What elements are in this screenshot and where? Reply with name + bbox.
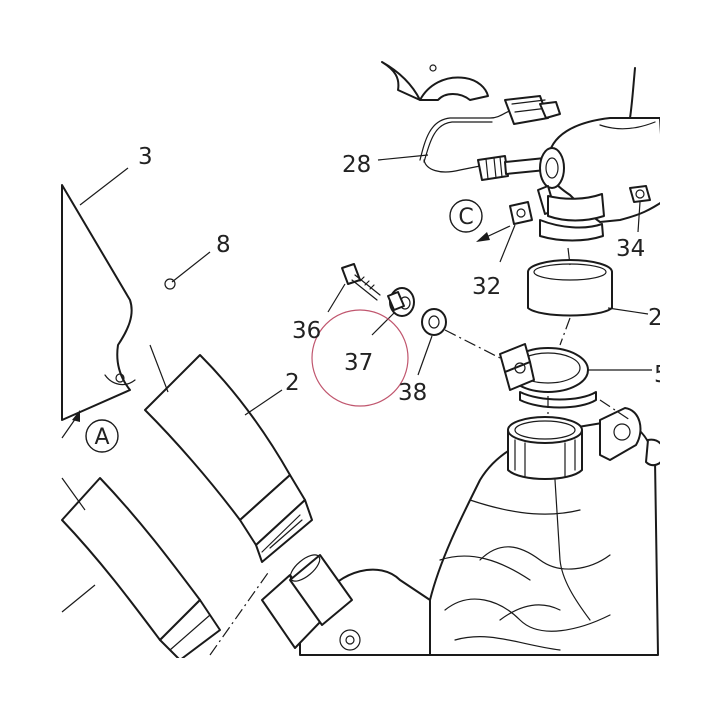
view-letter-c: C bbox=[458, 205, 473, 230]
exhaust-clamp bbox=[499, 343, 597, 409]
bolt-36 bbox=[341, 263, 381, 301]
silencer-tube-upper bbox=[144, 354, 313, 563]
callout-38: 38 bbox=[398, 380, 427, 406]
view-marker-a: A bbox=[61, 410, 119, 453]
upper-bracket bbox=[381, 61, 489, 101]
callout-2-upper: 2 bbox=[285, 370, 300, 396]
highlight-circle bbox=[311, 309, 409, 407]
leader-lines bbox=[61, 154, 652, 613]
exhaust-sleeve bbox=[527, 259, 613, 317]
bottom-edge-mask bbox=[0, 658, 720, 720]
lambda-sensor bbox=[419, 95, 561, 181]
callout-28: 28 bbox=[342, 152, 371, 178]
muffler-cover bbox=[61, 184, 176, 421]
callout-2-right: 2 bbox=[648, 305, 663, 331]
washer-37 bbox=[387, 287, 415, 317]
exhaust-header-pipe bbox=[537, 67, 666, 242]
callout-8: 8 bbox=[216, 232, 231, 258]
silencer-box bbox=[299, 407, 666, 656]
callout-32: 32 bbox=[472, 274, 501, 300]
silencer-tube-lower bbox=[61, 477, 221, 661]
assembly-axes bbox=[209, 247, 631, 656]
pipe-stubs bbox=[261, 554, 353, 649]
washer-38 bbox=[421, 308, 447, 336]
nut-32 bbox=[509, 201, 533, 225]
nut-34 bbox=[629, 185, 651, 203]
callout-36: 36 bbox=[292, 318, 321, 344]
view-marker-c: C bbox=[449, 199, 511, 242]
callout-34: 34 bbox=[616, 236, 645, 262]
callout-3: 3 bbox=[138, 144, 153, 170]
callout-37: 37 bbox=[344, 350, 373, 376]
view-letter-a: A bbox=[94, 425, 109, 450]
right-edge-mask bbox=[660, 0, 720, 720]
left-edge-mask bbox=[0, 0, 60, 720]
